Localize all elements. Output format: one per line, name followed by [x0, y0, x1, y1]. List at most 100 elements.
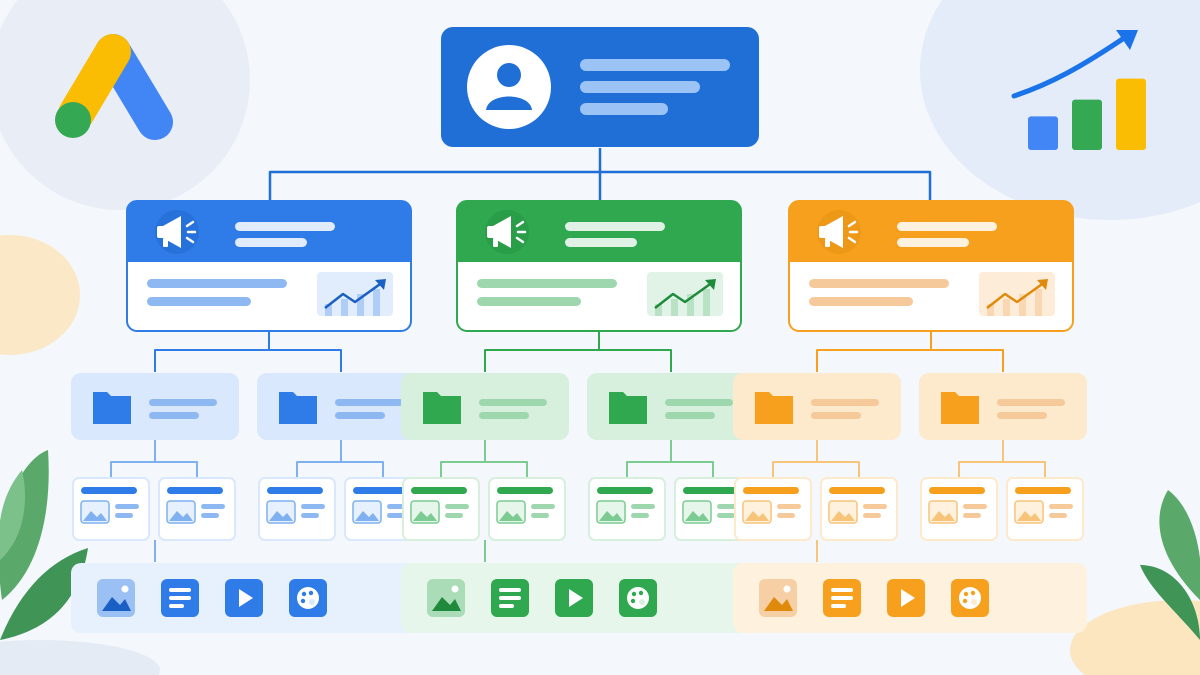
stat-line — [324, 280, 384, 309]
ad-image-mountain — [931, 511, 955, 521]
leaf-decoration — [0, 470, 26, 560]
bg-blob-bottom-right — [1070, 600, 1200, 675]
ad-group-text-line — [479, 399, 547, 406]
campaign-text-line — [147, 297, 251, 306]
stat-bar — [1019, 294, 1026, 316]
bg-blob-top-right — [920, 0, 1200, 220]
ad-headline — [683, 487, 739, 494]
image-asset-icon — [759, 579, 797, 617]
logo-green-dot — [55, 102, 91, 138]
growth-arrow-head — [1116, 30, 1138, 50]
ad-headline — [597, 487, 653, 494]
palette-shape — [959, 587, 981, 609]
palette-asset-icon — [619, 579, 657, 617]
ad-headline — [929, 487, 985, 494]
account-card — [441, 27, 759, 147]
account-text-line — [580, 59, 730, 71]
campaign-text-line — [809, 297, 913, 306]
ad-text-line — [717, 513, 735, 518]
palette-dot — [962, 598, 968, 604]
ad-image-mountain — [831, 511, 855, 521]
asset-panel-orange — [733, 563, 1087, 633]
text-line — [831, 588, 853, 592]
ad-image-mountain — [1017, 511, 1041, 521]
campaign-title-line — [897, 238, 969, 247]
text-line — [169, 596, 191, 600]
megaphone-icon — [485, 210, 529, 254]
ad-text-line — [631, 513, 649, 518]
stat-line — [986, 280, 1046, 309]
account-text-line — [580, 81, 700, 93]
campaign-header — [789, 201, 1073, 262]
video-asset-icon — [225, 579, 263, 617]
growth-bar — [1028, 116, 1058, 150]
ad-headline — [497, 487, 553, 494]
image-asset-icon — [427, 579, 465, 617]
palette-asset-icon — [289, 579, 327, 617]
ad-image-mountain — [269, 511, 293, 521]
avatar-body — [486, 96, 532, 110]
connector-line — [958, 461, 1046, 478]
campaign-text-line — [477, 279, 617, 288]
ad-group-text-line — [479, 412, 529, 419]
ad-headline — [1015, 487, 1071, 494]
image-asset-icon — [97, 579, 135, 617]
stat-arrow — [1037, 279, 1048, 290]
campaign-title-line — [235, 222, 335, 231]
ad-group-text-line — [665, 412, 715, 419]
palette-dot — [308, 590, 314, 596]
connector-line — [154, 349, 342, 372]
trend-up-icon — [317, 272, 393, 316]
logo-yellow-stroke — [58, 34, 131, 132]
ad-card-icon — [674, 477, 752, 541]
ad-card-icon — [820, 477, 898, 541]
ad-text-line — [301, 513, 319, 518]
ad-card-icon — [72, 477, 150, 541]
ad-text-line — [201, 513, 219, 518]
ad-image-mountain — [599, 511, 623, 521]
text-line — [499, 596, 521, 600]
ad-group-green-2 — [587, 373, 755, 541]
palette-dot — [301, 591, 307, 597]
ad-text-line — [963, 504, 987, 509]
growth-bar-chart-icon — [1011, 30, 1146, 150]
connector-line — [626, 461, 714, 478]
campaign-title-line — [235, 238, 307, 247]
megaphone-back — [157, 226, 165, 238]
ad-text-line — [1049, 513, 1067, 518]
connector-line — [110, 461, 198, 478]
stat-bar — [703, 289, 710, 316]
ad-group-orange-2 — [919, 373, 1087, 541]
ad-group-blue-1 — [71, 373, 239, 541]
ad-card-icon — [158, 477, 236, 541]
growth-arrow-line — [1011, 31, 1133, 99]
asset-tile — [427, 579, 465, 617]
text-line — [499, 604, 514, 608]
leaf-decoration — [1140, 490, 1200, 640]
leaf-decoration — [0, 450, 49, 600]
ad-text-line — [445, 513, 463, 518]
campaign-title-line — [565, 238, 637, 247]
account-text-line — [580, 103, 668, 115]
text-asset-icon — [491, 579, 529, 617]
palette-dot — [970, 590, 976, 596]
leaf-decoration — [1159, 490, 1200, 600]
megaphone-back — [819, 226, 827, 238]
trend-up-icon — [647, 272, 723, 316]
ad-image-mountain — [83, 511, 107, 521]
ad-group-text-line — [335, 399, 403, 406]
asset-panel-blue — [71, 563, 425, 633]
ad-text-line — [531, 513, 549, 518]
folder-shape — [423, 392, 461, 424]
ad-card-icon — [402, 477, 480, 541]
avatar-head — [497, 63, 521, 87]
folder-shape — [93, 392, 131, 424]
ad-text-line — [445, 504, 469, 509]
ad-group-text-line — [997, 412, 1047, 419]
ad-image-mountain — [745, 511, 769, 521]
stat-bar — [325, 304, 332, 316]
stat-arrow — [705, 279, 716, 290]
leaf-decoration — [0, 450, 88, 640]
palette-dot — [300, 598, 306, 604]
